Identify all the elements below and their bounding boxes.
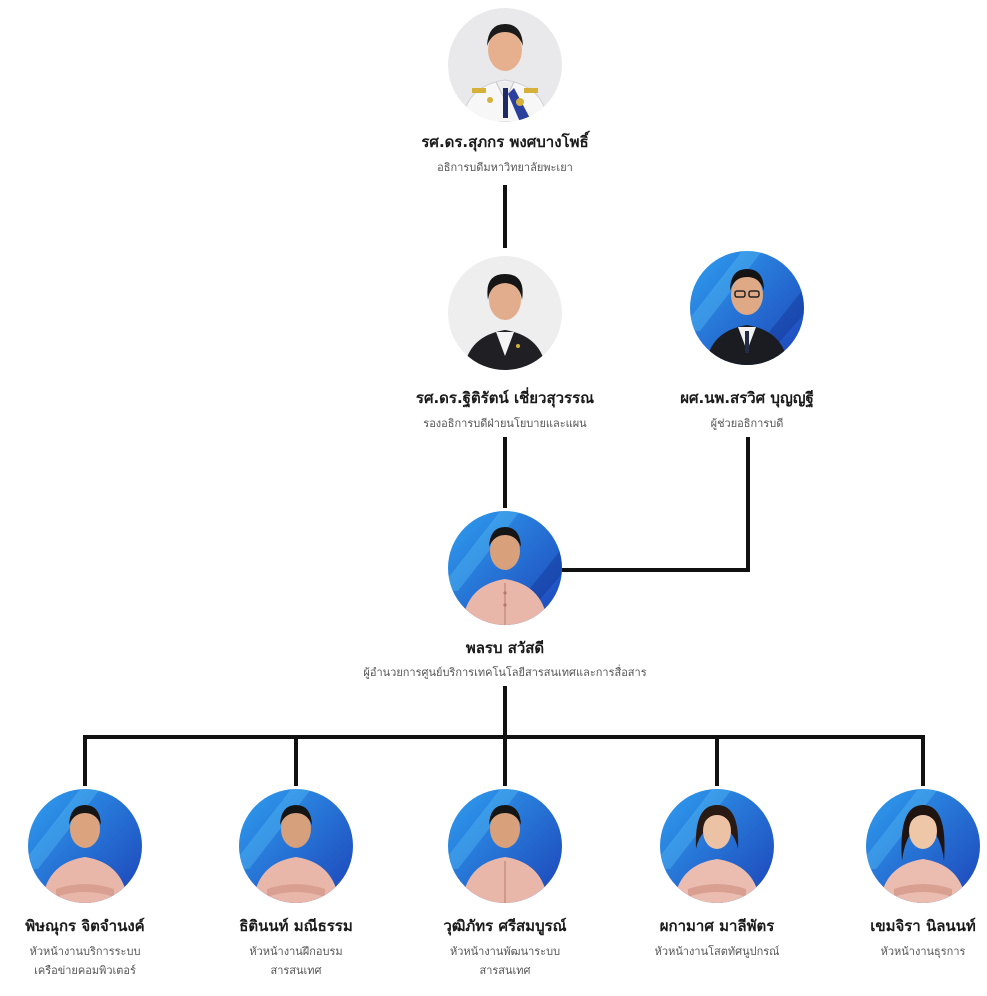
person-role: ผู้ช่วยอธิการบดี: [710, 417, 784, 430]
person-photo-uniform-icon: [448, 8, 562, 122]
person-name: ธิตินนท์ มณีธรรม: [239, 917, 353, 935]
person-name: เขมจิรา นิลนนท์: [870, 917, 976, 935]
person-role: รองอธิการบดีฝ่ายนโยบายและแผน: [423, 417, 587, 430]
person-photo-thai-shirt-icon: [448, 789, 562, 903]
person-photo-thai-shirt-icon: [28, 789, 142, 903]
person-role: หัวหน้างานบริการระบบ เครือข่ายคอมพิวเตอร…: [29, 945, 141, 977]
person-photo-suit-icon: [448, 256, 562, 370]
person-role: หัวหน้างานธุรการ: [880, 945, 966, 958]
person-role: หัวหน้างานพัฒนาระบบ สารสนเทศ: [449, 945, 561, 977]
person-role: หัวหน้างานฝึกอบรม สารสนเทศ: [249, 945, 343, 977]
person-name: ผศ.นพ.สรวิศ บุญญฐี: [680, 389, 814, 407]
person-name: พิษณุกร จิตจำนงค์: [25, 917, 145, 935]
person-photo-thai-shirt-icon: [660, 789, 774, 903]
person-name: ผกามาศ มาลีพัตร: [659, 917, 775, 935]
person-role: ผู้อำนวยการศูนย์บริการเทคโนโลยีสารสนเทศแ…: [363, 666, 647, 679]
person-name: พลรบ สวัสดี: [465, 639, 545, 657]
connector-assistant-director: [562, 437, 750, 572]
person-name: วุฒิภัทร ศรีสมบูรณ์: [443, 917, 567, 935]
person-photo-thai-shirt-icon: [239, 789, 353, 903]
person-role: หัวหน้างานโสตทัศนูปกรณ์: [654, 945, 780, 958]
person-role: อธิการบดีมหาวิทยาลัยพะเยา: [437, 161, 573, 174]
person-name: รศ.ดร.ฐิติรัตน์ เชี่ยวสุวรรณ: [415, 389, 595, 407]
person-photo-thai-shirt-icon: [448, 511, 562, 625]
person-photo-suit-icon: [690, 251, 804, 365]
person-name: รศ.ดร.สุภกร พงศบางโพธิ์: [421, 133, 589, 151]
person-photo-thai-shirt-icon: [866, 789, 980, 903]
